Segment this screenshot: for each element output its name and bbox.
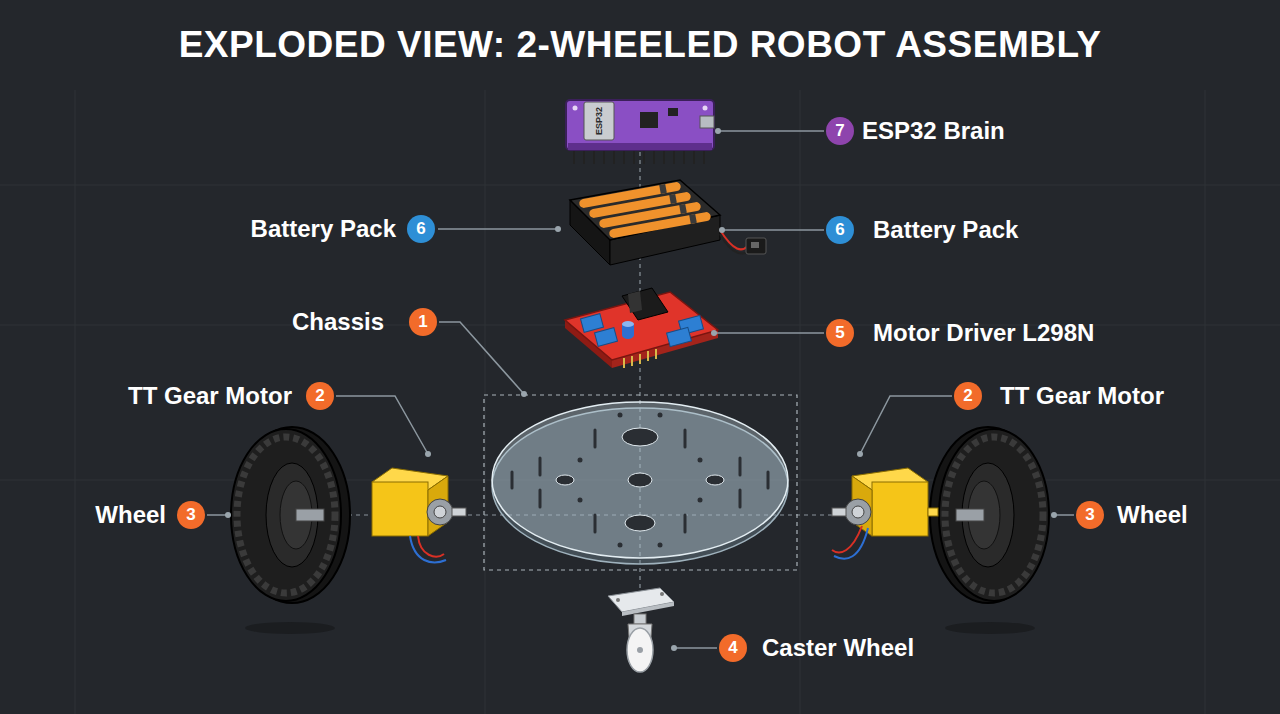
callout-number: 3: [1076, 501, 1104, 529]
chassis-bracket: [484, 395, 797, 570]
leader-dots: [225, 128, 1057, 651]
caster-wheel: [608, 588, 674, 672]
callout-number: 6: [407, 215, 435, 243]
callout-number: 5: [826, 319, 854, 347]
part-label: TT Gear Motor: [1000, 382, 1164, 411]
callout-number: 3: [177, 501, 205, 529]
right-motor: [832, 468, 938, 559]
callout-number: 2: [954, 382, 982, 410]
part-label: Wheel: [1117, 501, 1188, 530]
battery-pack: [570, 180, 766, 265]
right-wheel: [930, 427, 1049, 634]
leader-lines: [207, 131, 1074, 648]
motor-driver-board: [565, 288, 718, 368]
callout-number: 7: [826, 117, 854, 145]
left-wheel: [231, 427, 350, 634]
part-label: Battery Pack: [873, 216, 1018, 245]
callout-number: 6: [826, 216, 854, 244]
callout-number: 2: [306, 382, 334, 410]
part-label: Chassis: [292, 308, 384, 337]
grid-lines: [0, 90, 1280, 714]
part-label: Battery Pack: [251, 215, 396, 244]
diagram-title: EXPLODED VIEW: 2-WHEELED ROBOT ASSEMBLY: [0, 24, 1280, 66]
part-label: Wheel: [95, 501, 166, 530]
part-label: Motor Driver L298N: [873, 319, 1094, 348]
part-label: Caster Wheel: [762, 634, 914, 663]
callout-number: 4: [719, 634, 747, 662]
part-label: ESP32 Brain: [862, 117, 1005, 146]
part-label: TT Gear Motor: [128, 382, 292, 411]
left-motor: [372, 468, 466, 562]
chassis-plate: [492, 402, 788, 564]
callout-number: 1: [409, 308, 437, 336]
esp32-board: [566, 100, 714, 164]
chip-marking: ESP32: [595, 107, 604, 135]
